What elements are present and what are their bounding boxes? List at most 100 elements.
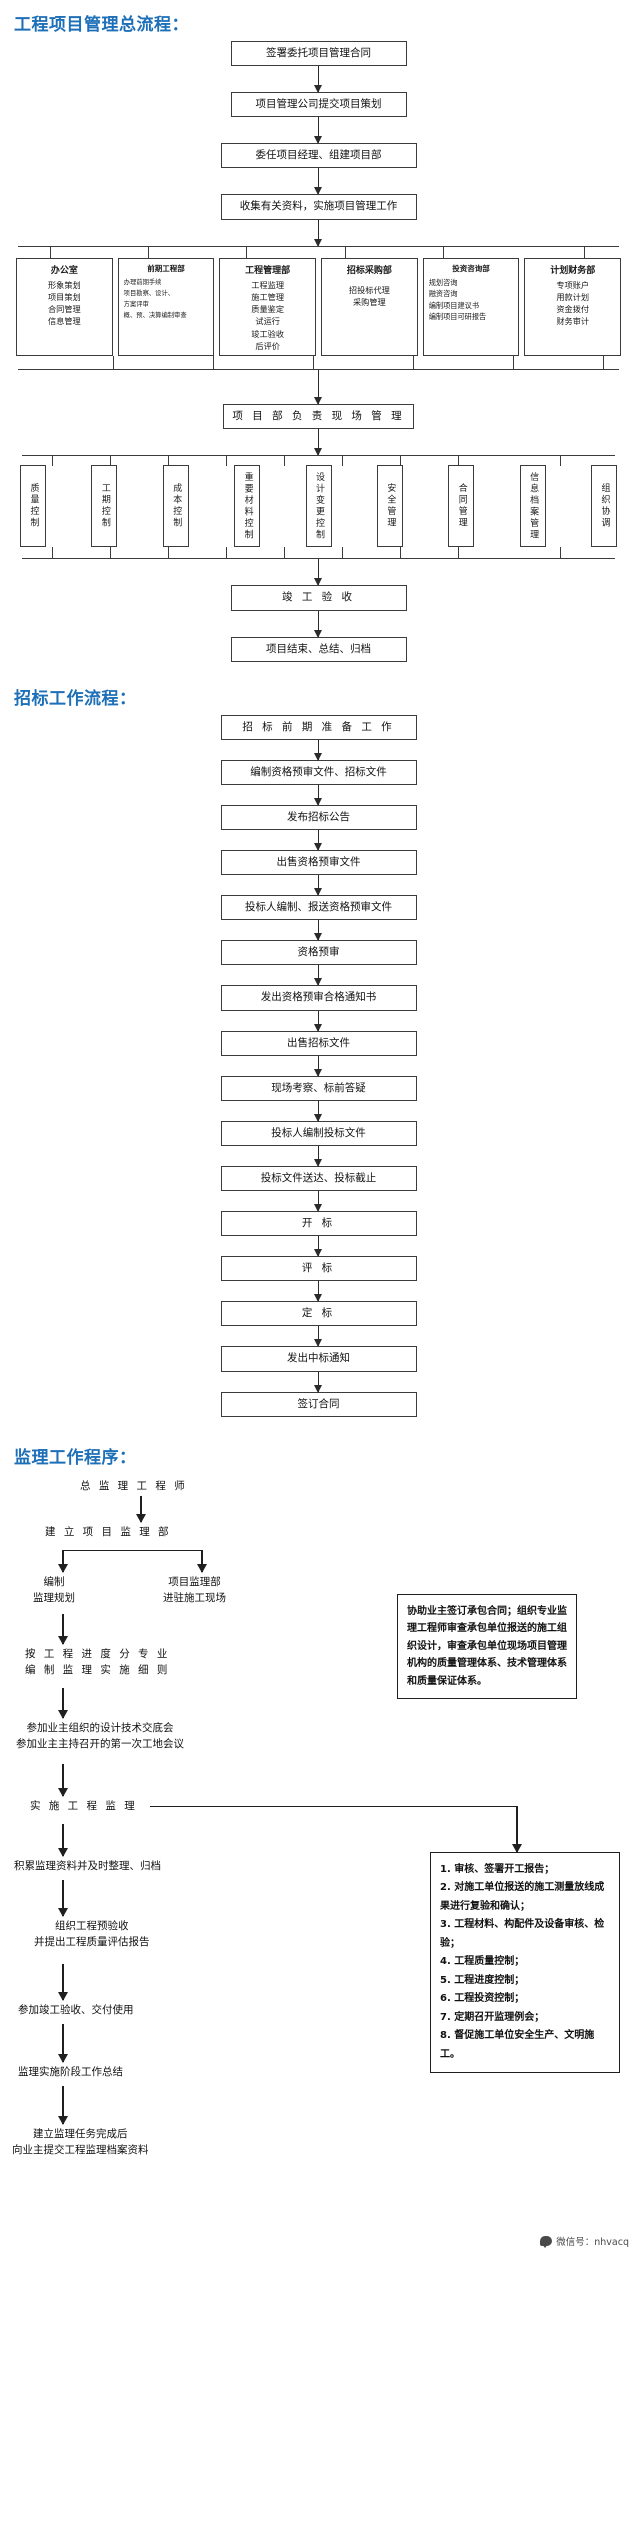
department-item: 项目策划 — [47, 291, 81, 302]
flowchart-page: 工程项目管理总流程： 签署委托项目管理合同 项目管理公司提交项目策划 委任项目经… — [0, 15, 637, 2249]
connector-arrow — [58, 1963, 67, 2001]
department-items: 办理前期手续 项目勘察、设计、 方案评审 概、预、决算编制审查 — [122, 277, 211, 321]
department-item: 竣工验收 — [251, 328, 285, 339]
connector-arrow — [58, 2085, 67, 2125]
sup-node-final-acceptance: 参加竣工验收、交付使用 — [18, 2003, 134, 2016]
connector-arrow — [314, 1191, 322, 1213]
department-item: 招投标代理 — [348, 284, 390, 295]
connector-arrow — [314, 117, 322, 145]
bid-step-sell-prequal-docs: 出售资格预审文件 — [220, 850, 417, 876]
duty-item: 4. 工程质量控制； — [440, 1956, 525, 1968]
sup-node-implement-supervision: 实 施 工 程 监 理 — [30, 1799, 138, 1812]
connector-arrow — [512, 1805, 521, 1853]
section-title-overall: 工程项目管理总流程： — [14, 15, 189, 35]
connector-arrow — [58, 1549, 67, 1573]
control-items-row: 质量控制 工期控制 成本控制 重要材料控制 设计变更控制 安全管理 合同管理 信… — [0, 465, 637, 548]
bid-step-prepare-documents: 编制资格预审文件、招标文件 — [220, 759, 417, 785]
department-item: 质量鉴定 — [251, 304, 285, 315]
bid-step-sign-contract: 签订合同 — [220, 1391, 417, 1417]
department-item: 专项账户 — [556, 279, 590, 290]
flow-step-acceptance: 竣 工 验 收 — [230, 585, 407, 611]
connector-arrow — [197, 1549, 206, 1573]
bid-step-bid-opening: 开 标 — [220, 1211, 417, 1237]
connector-arrow — [58, 2023, 67, 2063]
department-item: 编制项目可研报告 — [428, 312, 487, 322]
control-item-cost: 成本控制 — [162, 465, 189, 548]
connector-arrow — [314, 1281, 322, 1303]
department-item: 试运行 — [255, 316, 280, 327]
connector-arrow — [58, 1823, 67, 1857]
department-item: 资金拨付 — [556, 304, 590, 315]
department-items: 形象策划 项目策划 合同管理 信息管理 — [20, 279, 109, 328]
bid-step-publish-announcement: 发布招标公告 — [220, 804, 417, 831]
connector-arrow — [314, 875, 322, 897]
department-investment-consulting: 投资咨询部 规划咨询 融资咨询 编制项目建议书 编制项目可研报告 — [422, 257, 520, 357]
sup-node-submit-archive: 建立监理任务完成后 向业主提交工程监理档案资料 — [12, 2127, 149, 2156]
connector-arrow — [314, 219, 322, 247]
department-preliminary-engineering: 前期工程部 办理前期手续 项目勘察、设计、 方案评审 概、预、决算编制审查 — [117, 257, 215, 357]
connector-arrow — [314, 610, 322, 638]
connector-arrow — [314, 1100, 322, 1122]
department-name: 计划财务部 — [550, 265, 596, 276]
duty-item: 5. 工程进度控制； — [440, 1974, 525, 1986]
department-items: 工程监理 施工管理 质量鉴定 试运行 竣工验收 后评价 — [223, 279, 312, 353]
department-items: 招投标代理 采购管理 — [325, 284, 414, 309]
flow-step-closing: 项目结束、总结、归档 — [230, 636, 407, 662]
flow-step-sign-contract: 签署委托项目管理合同 — [230, 41, 407, 67]
connector-arrow — [314, 965, 322, 987]
connector-arrow — [314, 1371, 322, 1393]
department-bus-bottom — [18, 356, 619, 371]
department-item: 信息管理 — [47, 316, 81, 327]
flow-step-site-management: 项 目 部 负 责 现 场 管 理 — [223, 404, 414, 430]
connector-arrow — [58, 1687, 67, 1719]
department-office: 办公室 形象策划 项目策划 合同管理 信息管理 — [16, 257, 113, 357]
department-item: 施工管理 — [251, 291, 285, 302]
bid-step-bidder-submit-prequal: 投标人编制、报送资格预审文件 — [220, 895, 417, 921]
flow-step-collect-data: 收集有关资料，实施项目管理工作 — [220, 194, 417, 220]
connector-arrow — [314, 784, 322, 806]
department-item: 采购管理 — [352, 296, 386, 307]
department-item: 合同管理 — [47, 304, 81, 315]
duty-item: 7. 定期召开监理例会； — [440, 2011, 545, 2023]
sup-node-enter-site: 项目监理部 进驻施工现场 — [163, 1575, 226, 1604]
department-item: 规划咨询 — [428, 277, 458, 287]
section-title-supervision: 监理工作程序： — [14, 1447, 137, 1468]
bid-step-sell-bid-documents: 出售招标文件 — [220, 1030, 417, 1056]
duty-item: 8. 督促施工单位安全生产、文明施工。 — [440, 2030, 595, 2060]
overall-flowchart: 签署委托项目管理合同 项目管理公司提交项目策划 委任项目经理、组建项目部 收集有… — [0, 41, 637, 662]
flow-step-appoint-manager: 委任项目经理、组建项目部 — [220, 143, 417, 169]
sup-node-supervision-plan: 编制 监理规划 — [33, 1575, 75, 1604]
connector-arrow — [314, 1010, 322, 1032]
department-name: 前期工程部 — [147, 263, 185, 273]
watermark-label: 微信号：nhvacq — [556, 2236, 629, 2248]
control-item-design-change: 设计变更控制 — [305, 465, 332, 548]
connector-arrow — [314, 1236, 322, 1258]
connector-arrow — [314, 1055, 322, 1077]
connector-arrow — [314, 830, 322, 852]
connector-arrow — [314, 370, 322, 406]
department-name: 办公室 — [50, 265, 78, 276]
department-item: 方案评审 — [123, 300, 149, 308]
department-item: 融资咨询 — [428, 289, 458, 299]
department-bus-top — [18, 245, 619, 259]
sup-node-pre-acceptance: 组织工程预验收 并提出工程质量评估报告 — [34, 1919, 150, 1948]
control-item-coordination: 组织协调 — [591, 465, 617, 548]
bid-step-bid-evaluation: 评 标 — [220, 1256, 417, 1282]
control-item-info-archive: 信息档案管理 — [519, 465, 546, 548]
bid-step-bid-delivery-deadline: 投标文件送达、投标截止 — [220, 1165, 417, 1192]
department-item: 用款计划 — [556, 291, 590, 302]
connector-arrow — [136, 1495, 145, 1523]
control-item-contract: 合同管理 — [448, 465, 475, 548]
bid-step-bidder-prepare-bid: 投标人编制投标文件 — [220, 1120, 417, 1146]
department-engineering-management: 工程管理部 工程监理 施工管理 质量鉴定 试运行 竣工验收 后评价 — [219, 257, 317, 357]
connector-arrow — [314, 559, 322, 587]
department-item: 工程监理 — [251, 279, 285, 290]
connector-arrow — [314, 66, 322, 94]
bid-step-bid-award-decision: 定 标 — [220, 1301, 417, 1327]
department-item: 项目勘察、设计、 — [123, 289, 175, 297]
department-name: 招标采购部 — [346, 265, 392, 276]
bid-step-issue-award-notice: 发出中标通知 — [220, 1346, 417, 1372]
sup-sidebox-duties-list: 1. 审核、签署开工报告； 2. 对施工单位报送的施工测量放线成果进行复验和确认… — [430, 1851, 620, 2074]
control-bus-top — [22, 455, 615, 467]
flow-step-submit-planning: 项目管理公司提交项目策划 — [230, 92, 407, 118]
